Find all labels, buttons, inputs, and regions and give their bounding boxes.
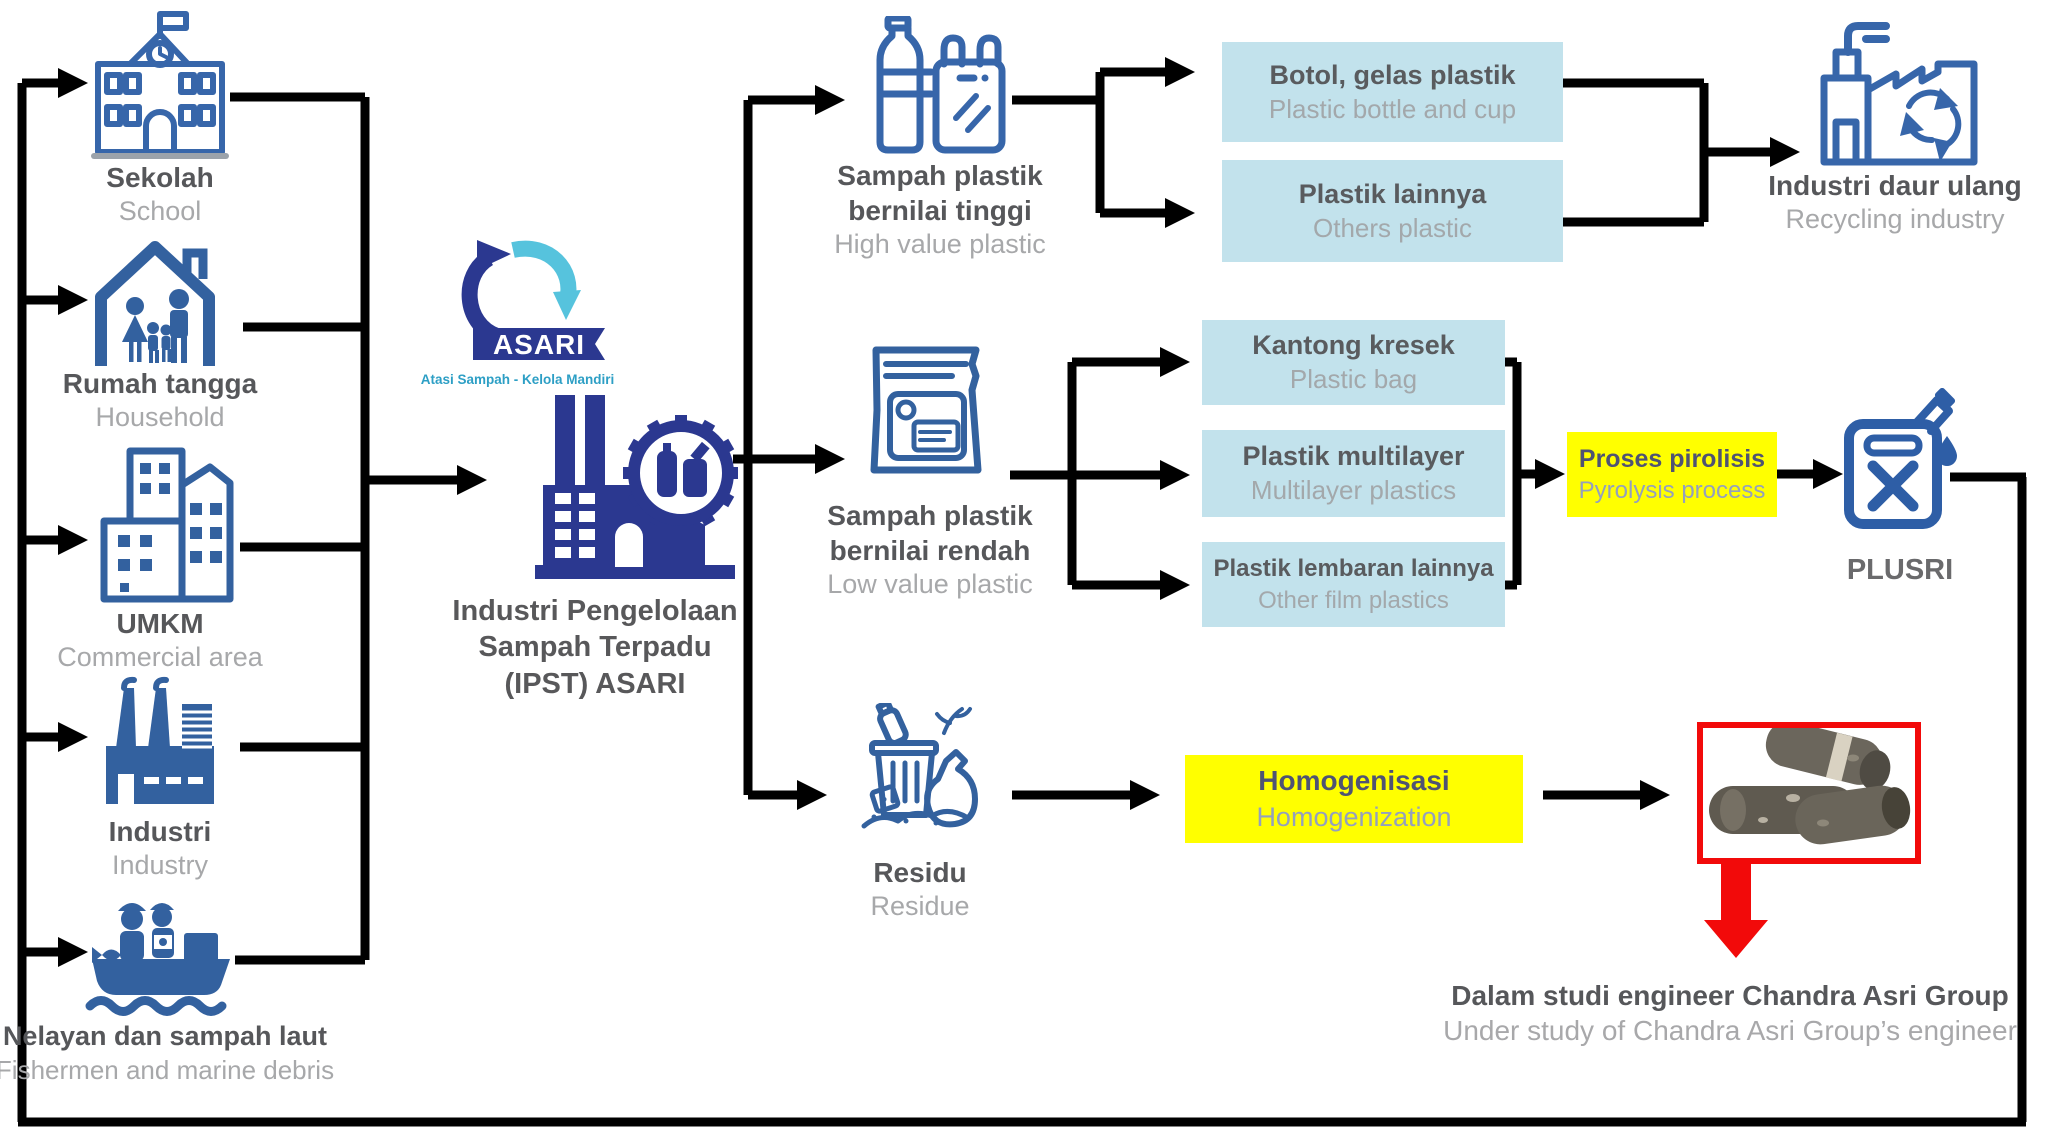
- category-name-en: Others plastic: [1313, 212, 1472, 243]
- category-name-en: Plastic bottle and cup: [1268, 93, 1517, 124]
- low-value-plastic-icon: [862, 340, 994, 482]
- source-label-industry: Industri Industry: [60, 814, 260, 883]
- category-name: Plastik lainnya: [1298, 178, 1487, 209]
- briquette-photo-frame: [1697, 722, 1921, 864]
- study-note: Dalam studi engineer Chandra Asri Group …: [1400, 978, 2048, 1048]
- stream-name: Sampah plastik: [837, 160, 1043, 191]
- source-name: Rumah tangga: [62, 368, 258, 399]
- plusri-jerrycan-icon: [1843, 388, 1961, 533]
- category-name: Kantong kresek: [1252, 330, 1455, 361]
- process-box-pyrolysis: Proses pirolisis Pyrolysis process: [1567, 432, 1777, 517]
- stream-name-en: Low value plastic: [827, 569, 1033, 599]
- plusri-label: PLUSRI: [1840, 552, 1960, 588]
- category-box-bottle-cup: Botol, gelas plastik Plastic bottle and …: [1222, 42, 1563, 142]
- category-box-other-plastics: Plastik lainnya Others plastic: [1222, 160, 1563, 262]
- recycling-industry-icon: [1806, 14, 1991, 169]
- process-box-homogenization: Homogenisasi Homogenization: [1185, 755, 1523, 843]
- category-name: Botol, gelas plastik: [1269, 59, 1516, 90]
- arrowheads: [58, 57, 1843, 967]
- source-name-en: School: [118, 196, 202, 226]
- plusri-name: PLUSRI: [1846, 554, 1954, 586]
- briquette-photo: [1709, 728, 1911, 845]
- category-box-multilayer: Plastik multilayer Multilayer plastics: [1202, 430, 1505, 517]
- process-name-en: Pyrolysis process: [1578, 477, 1766, 505]
- stream-name-en: Residue: [870, 891, 970, 921]
- category-box-plastic-bag: Kantong kresek Plastic bag: [1202, 320, 1505, 405]
- source-name-en: Commercial area: [57, 642, 263, 672]
- recycling-name: Industri daur ulang: [1768, 170, 2022, 201]
- ipst-facility-icon: [533, 385, 738, 585]
- source-label-household: Rumah tangga Household: [25, 366, 295, 435]
- category-name-en: Other film plastics: [1258, 586, 1449, 614]
- category-name: Plastik lembaran lainnya: [1213, 555, 1494, 583]
- study-note-id: Dalam studi engineer Chandra Asri Group: [1451, 980, 2009, 1011]
- source-name-en: Industry: [111, 850, 209, 880]
- industry-factory-icon: [90, 676, 230, 811]
- asari-tagline: Atasi Sampah - Kelola Mandiri: [420, 372, 615, 387]
- source-label-umkm: UMKM Commercial area: [25, 606, 295, 675]
- stream-name: Residu: [873, 857, 967, 888]
- ipst-label: Industri Pengelolaan Sampah Terpadu (IPS…: [430, 593, 760, 702]
- recycling-name-en: Recycling industry: [1785, 204, 2005, 234]
- source-label-fishermen: Nelayan dan sampah laut Fishermen and ma…: [0, 1020, 334, 1086]
- source-label-school: Sekolah School: [30, 160, 290, 229]
- process-name: Homogenisasi: [1258, 765, 1450, 797]
- commercial-buildings-icon: [90, 443, 240, 605]
- category-name-en: Plastic bag: [1289, 364, 1418, 395]
- source-name: Industri: [108, 816, 212, 847]
- ipst-label-line2: Sampah Terpadu: [478, 631, 712, 664]
- study-note-en: Under study of Chandra Asri Group’s engi…: [1443, 1015, 2017, 1046]
- source-name-en: Household: [95, 402, 225, 432]
- source-name-en: Fishermen and marine debris: [0, 1054, 335, 1085]
- recycling-label: Industri daur ulang Recycling industry: [1745, 168, 2045, 237]
- source-name: UMKM: [116, 608, 204, 639]
- category-name: Plastik multilayer: [1242, 441, 1465, 472]
- ipst-label-line3: (IPST) ASARI: [504, 667, 686, 700]
- category-box-film-plastics: Plastik lembaran lainnya Other film plas…: [1202, 542, 1505, 627]
- high-value-plastic-icon: [864, 16, 1014, 158]
- stream-name-en: High value plastic: [834, 229, 1046, 259]
- ipst-label-line1: Industri Pengelolaan: [452, 595, 738, 627]
- process-name: Proses pirolisis: [1578, 444, 1766, 473]
- stream-name2: bernilai rendah: [829, 535, 1031, 566]
- high-value-label: Sampah plastik bernilai tinggi High valu…: [755, 158, 1125, 262]
- category-name-en: Multilayer plastics: [1250, 475, 1457, 506]
- fishermen-boat-icon: [80, 893, 240, 1018]
- asari-logo-text: ASARI: [493, 329, 585, 360]
- school-icon: [90, 8, 230, 160]
- residue-label: Residu Residue: [830, 855, 1010, 924]
- red-down-arrow: [1700, 858, 1772, 960]
- source-name: Sekolah: [106, 162, 214, 193]
- low-value-label: Sampah plastik bernilai rendah Low value…: [745, 498, 1115, 602]
- household-icon: [85, 233, 225, 368]
- source-name: Nelayan dan sampah laut: [2, 1021, 328, 1051]
- process-name-en: Homogenization: [1256, 801, 1452, 832]
- residue-icon: [848, 703, 993, 838]
- stream-name2: bernilai tinggi: [848, 195, 1032, 226]
- asari-logo: ASARI: [425, 240, 610, 368]
- stream-name: Sampah plastik: [827, 500, 1033, 531]
